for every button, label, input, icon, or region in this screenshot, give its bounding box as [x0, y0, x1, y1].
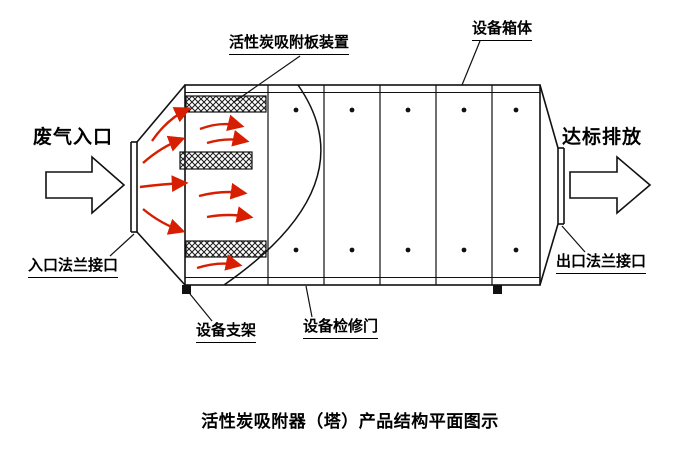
label-gas-inlet: 废气入口 [33, 127, 114, 148]
airflow-arrow [142, 135, 186, 164]
inlet-flow-arrow-icon [45, 155, 126, 215]
leader-line-outlet-flange [561, 225, 586, 253]
carbon-plate [185, 240, 267, 258]
panel-handle-dot [405, 247, 411, 253]
label-inlet-flange: 入口法兰接口 [28, 257, 119, 278]
airflow-arrow [206, 130, 250, 147]
support-foot [493, 285, 502, 294]
outlet-cone [539, 84, 565, 286]
chamber-curve [223, 84, 322, 286]
label-equipment-support: 设备支架 [196, 322, 257, 343]
airflow-arrow [196, 254, 243, 271]
diagram-title: 活性炭吸附器（塔）产品结构平面图示 [201, 412, 499, 431]
airflow-arrow [198, 182, 248, 200]
panel-handle-dot [293, 247, 299, 253]
carbon-plate [185, 95, 267, 113]
leader-lines [109, 40, 586, 322]
airflow-arrow [206, 206, 254, 223]
leader-line-inspection-door [305, 285, 313, 318]
airflow-arrow [199, 114, 245, 131]
panel-handle-dot [513, 247, 519, 253]
label-inspection-door: 设备检修门 [303, 318, 379, 339]
carbon-plate [179, 151, 253, 170]
panel-handle-dot [293, 107, 299, 113]
panel-seams [267, 85, 493, 285]
airflow-arrow [139, 175, 189, 192]
outlet-flow-arrow-icon [569, 155, 652, 215]
leader-line-equipment-box [461, 40, 481, 86]
panel-handle-dot [349, 107, 355, 113]
leader-line-support [189, 293, 213, 322]
label-adsorption-plate: 活性炭吸附板装置 [229, 34, 350, 55]
leader-line-adsorption-plate [233, 55, 301, 103]
airflow-arrow [151, 107, 192, 142]
airflow-arrows [139, 107, 254, 271]
panel-handle-dot [349, 247, 355, 253]
airflow-arrow [142, 208, 186, 235]
label-equipment-box: 设备箱体 [472, 20, 533, 41]
panel-handle-dot [461, 107, 467, 113]
panel-handle-dot [405, 107, 411, 113]
panel-handle-dot [461, 247, 467, 253]
inlet-cone [130, 84, 186, 286]
panel-handle-dot [513, 107, 519, 113]
label-compliant-discharge: 达标排放 [562, 127, 643, 148]
carbon-plates [179, 95, 267, 258]
label-outlet-flange: 出口法兰接口 [556, 253, 647, 274]
leader-line-inlet-flange [109, 233, 135, 257]
panel-handle-dots [293, 107, 519, 253]
support-foot [182, 285, 191, 294]
